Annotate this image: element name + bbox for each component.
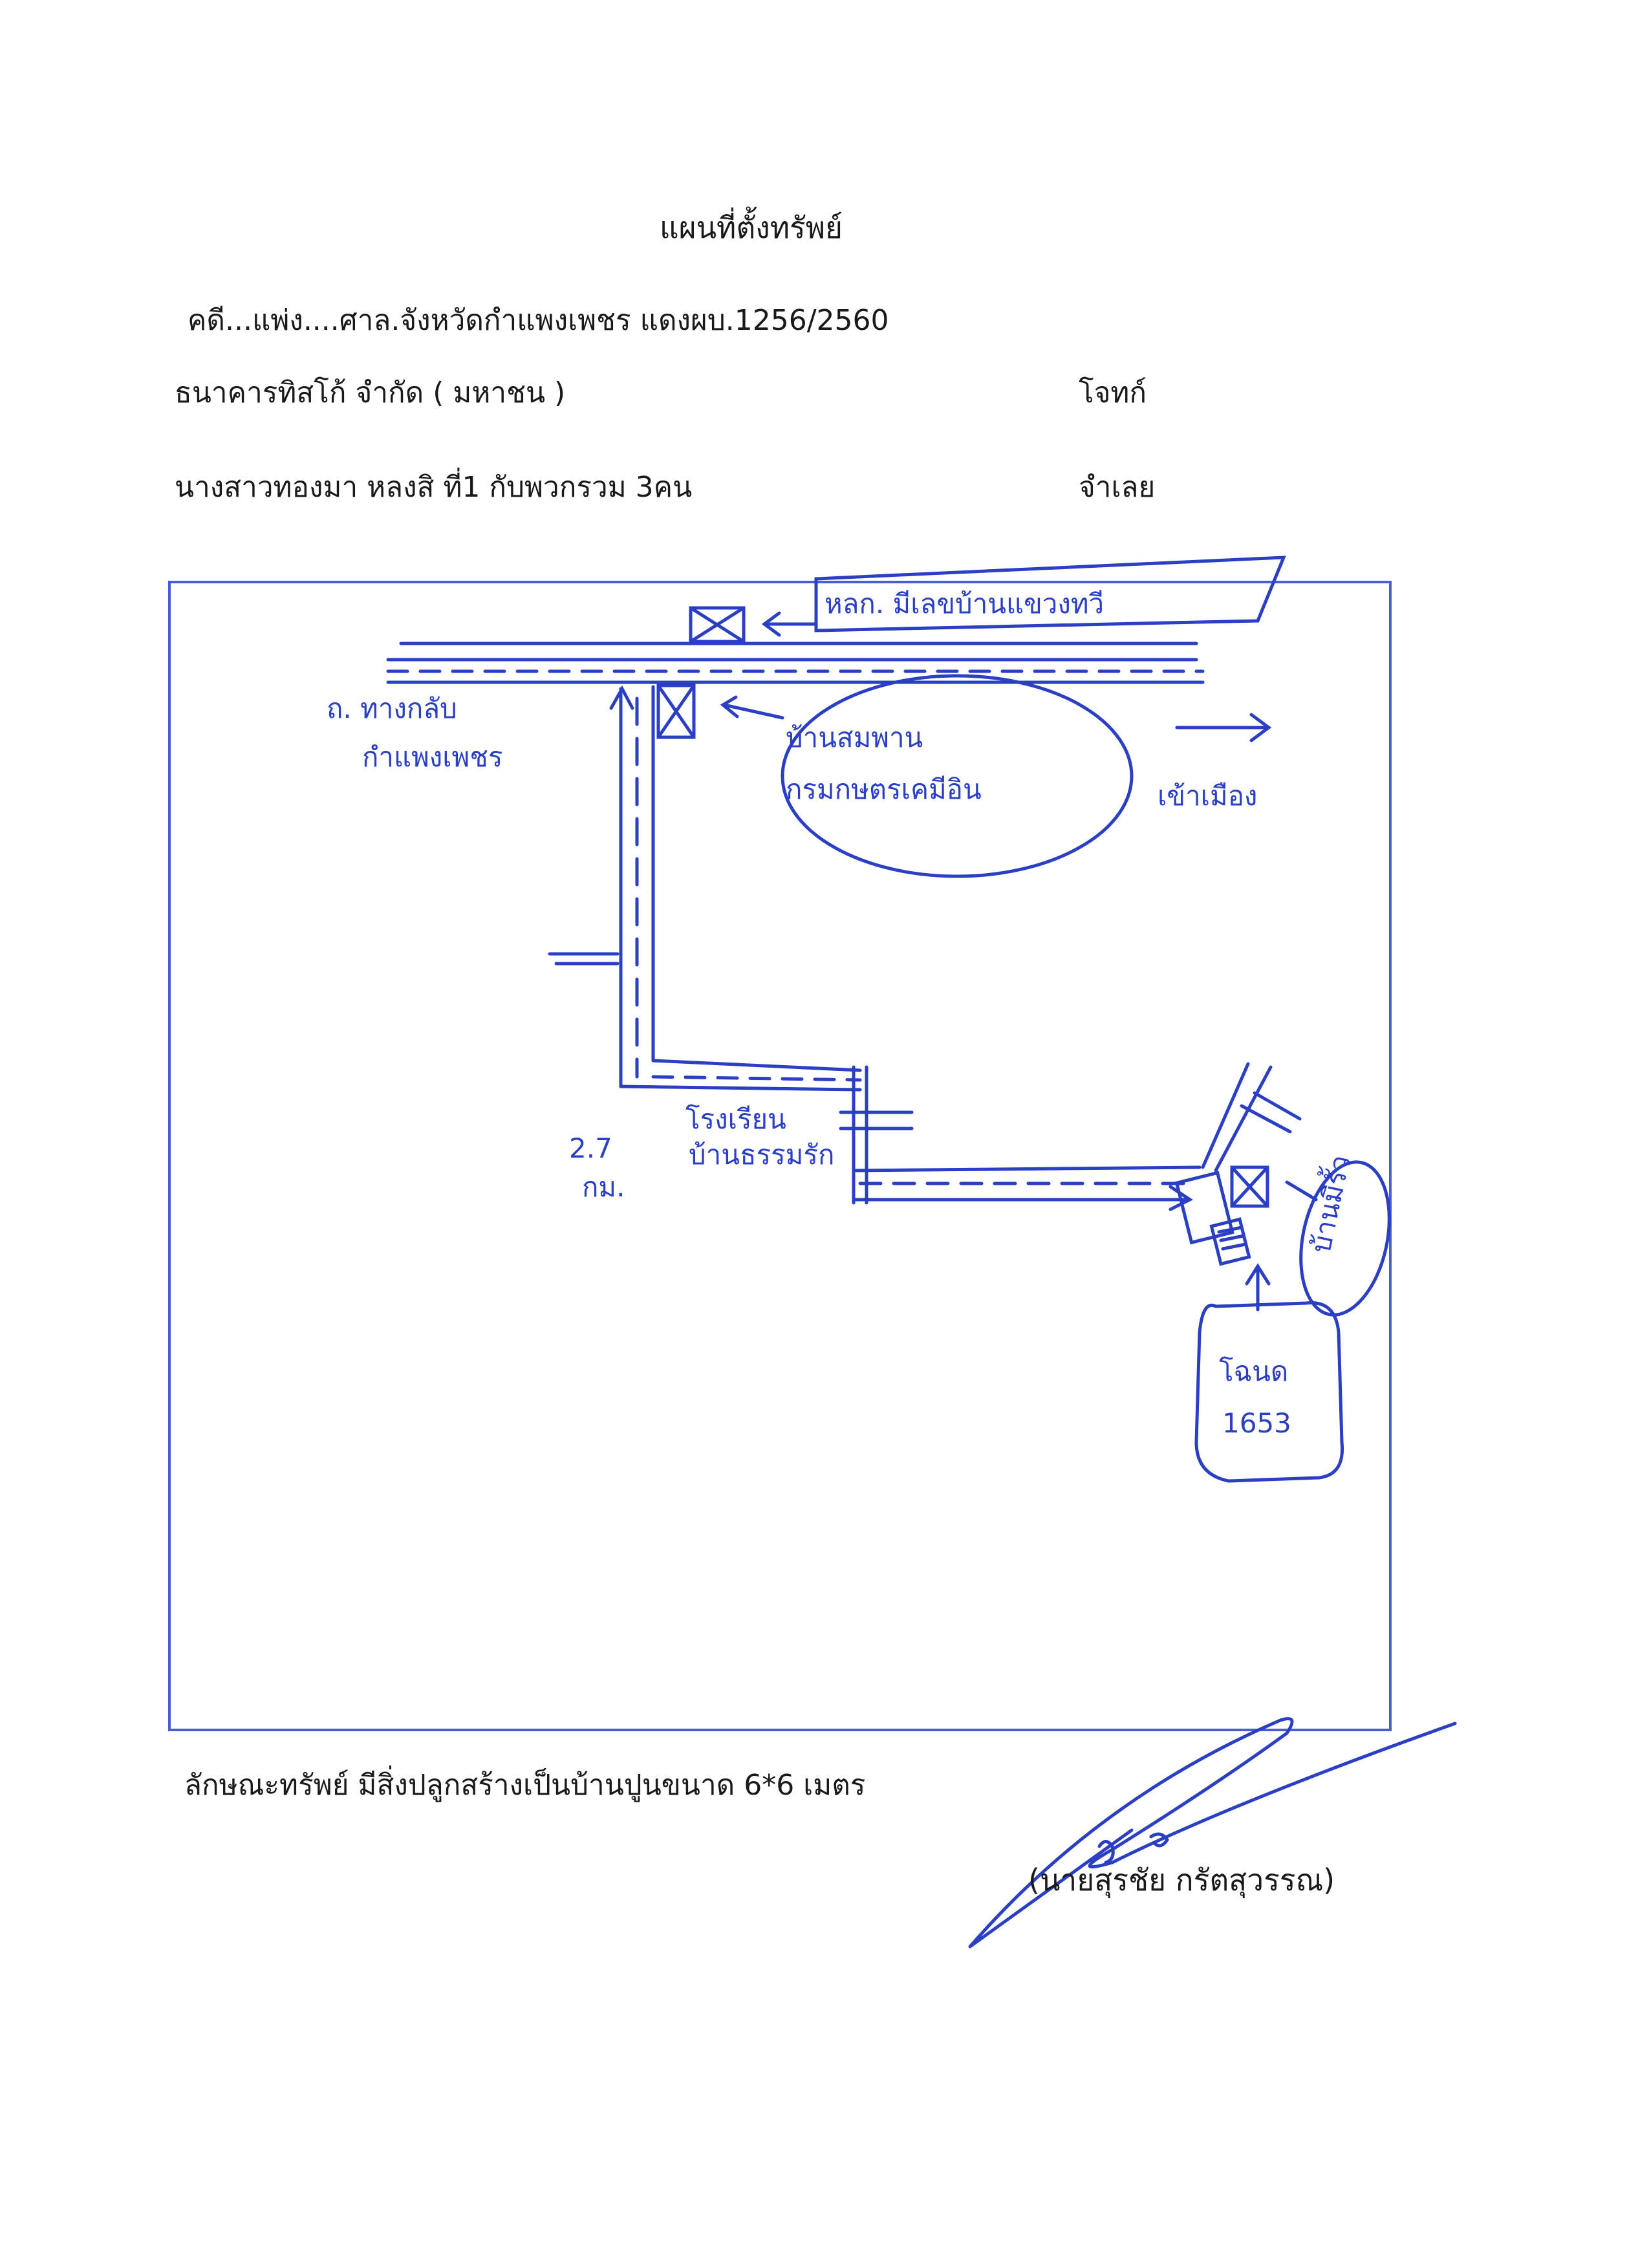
neighbor-box-cross-2: [1230, 1165, 1269, 1208]
label-banner-top: [814, 556, 1286, 632]
property-stripe-3: [1221, 1242, 1247, 1251]
property-stripe-1: [1217, 1226, 1244, 1234]
map-border: [168, 581, 1392, 1731]
arrow-top-head: [761, 611, 781, 637]
property-marker: [1209, 1217, 1251, 1266]
diag-road-3: [1240, 1104, 1292, 1134]
lower-road-1: [651, 1059, 862, 1072]
neighbor-box: [1230, 1165, 1269, 1208]
landmark-box-junction-cross-1: [656, 684, 696, 739]
vertical-road-arrow: [609, 685, 634, 710]
landmark-box-junction: [656, 684, 696, 739]
lower-road-3: [619, 1085, 862, 1092]
defendant-role: จำเลย: [1079, 471, 1156, 504]
landmark-box-junction-cross-2: [656, 684, 696, 739]
diag-road-2: [1214, 1065, 1273, 1172]
plaintiff-role: โจทก์: [1079, 376, 1147, 409]
hand-label-town: เข้าเมือง: [1158, 780, 1257, 812]
hand-label-km-1: 2.7: [569, 1132, 612, 1164]
page-title: แผนที่ตั้งทรัพย์: [660, 210, 843, 245]
arrow-to-town-head: [1249, 713, 1272, 742]
property-description: ลักษณะทรัพย์ มีสิ่งปลูกสร้างเป็นบ้านปูนข…: [184, 1769, 866, 1802]
case-line: คดี...แพ่ง....ศาล.จังหวัดกำแพงเพชร แดงผบ…: [188, 304, 889, 337]
hand-label-road-1: ถ. ทางกลับ: [327, 693, 457, 724]
neighbor-box-cross-1: [1230, 1165, 1269, 1208]
hand-label-school-2: กรมกษตรเคมีอิน: [786, 773, 982, 805]
arrow-deed-head: [1245, 1263, 1271, 1286]
hand-label-village-1: โรงเรียน: [685, 1103, 786, 1135]
house-oval: [1299, 1160, 1391, 1317]
hand-label-house: บ้านมีรั้ว: [1301, 1152, 1357, 1256]
hand-label-km-2: กม.: [582, 1171, 625, 1203]
signer-name: (นายสุรชัย กรัตสุวรรณ): [1028, 1863, 1335, 1897]
landmark-box-top: [689, 606, 746, 643]
long-road-arrow: [1169, 1185, 1193, 1211]
landmark-box-top-cross-1: [689, 606, 746, 643]
long-road-1: [852, 1165, 1202, 1172]
hand-label-deed-1: โฉนด: [1219, 1355, 1288, 1387]
property-box: [1174, 1171, 1234, 1245]
arrow-house: [1285, 1180, 1318, 1202]
school-oval: [781, 674, 1134, 878]
hand-label-top: หลก. มีเลขบ้านแขวงทวี: [824, 588, 1104, 620]
diag-road-1: [1201, 1062, 1250, 1169]
arrow-school-head: [720, 695, 739, 718]
defendant-name: นางสาวทองมา หลงสิ ที่1 กับพวกรวม 3คน: [175, 471, 693, 504]
hand-label-school-1: บ้านสมพาน: [786, 722, 923, 753]
plaintiff-name: ธนาคารทิสโก้ จำกัด ( มหาชน ): [175, 376, 566, 409]
deed-box: [1194, 1301, 1344, 1483]
landmark-box-top-cross-2: [689, 606, 746, 643]
hand-label-deed-2: 1653: [1222, 1407, 1291, 1439]
hand-label-village-2: บ้านธรรมรัก: [689, 1139, 834, 1171]
arrow-school: [722, 703, 784, 720]
lower-road-2: [651, 1075, 862, 1082]
hand-label-road-2: กำแพงเพชร: [362, 741, 502, 773]
diag-road-4: [1253, 1091, 1302, 1121]
property-stripe-2: [1219, 1234, 1245, 1242]
